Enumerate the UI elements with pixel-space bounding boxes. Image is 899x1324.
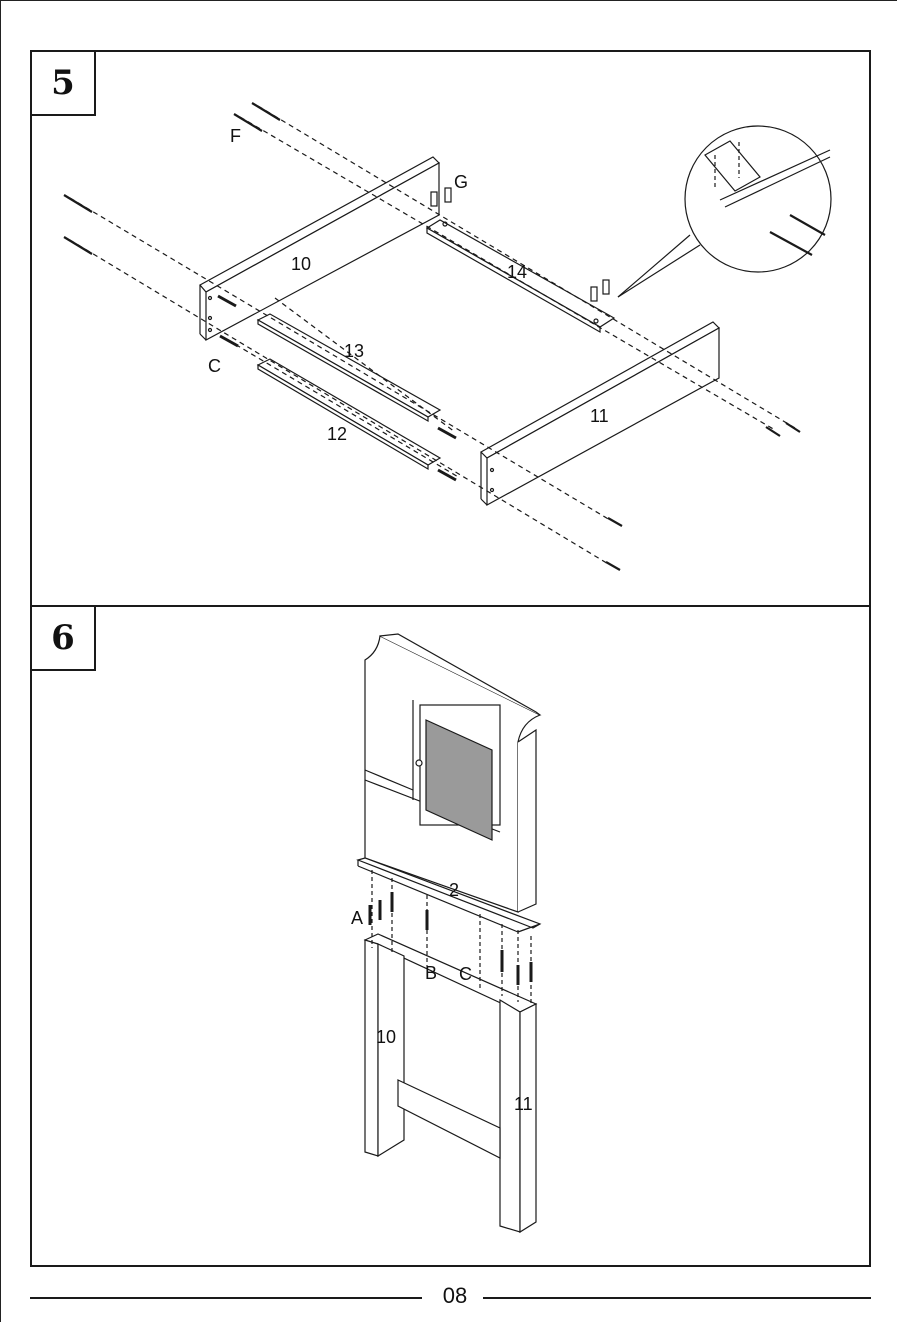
- door-knob: [416, 760, 422, 766]
- label-hardware-c-lower: C: [459, 964, 472, 984]
- label-part-10-lower: 10: [376, 1027, 396, 1047]
- footer-rule-right: [483, 1297, 871, 1299]
- footer-rule-left: [30, 1297, 422, 1299]
- label-part-2: 2: [449, 880, 459, 900]
- label-hardware-a: A: [351, 908, 363, 928]
- lower-frame: [365, 934, 536, 1232]
- label-part-11-lower: 11: [514, 1094, 533, 1114]
- page-number: 08: [420, 1283, 490, 1309]
- label-hardware-b: B: [425, 963, 437, 983]
- step-6-diagram: 2 10 11 A B C: [0, 0, 899, 1280]
